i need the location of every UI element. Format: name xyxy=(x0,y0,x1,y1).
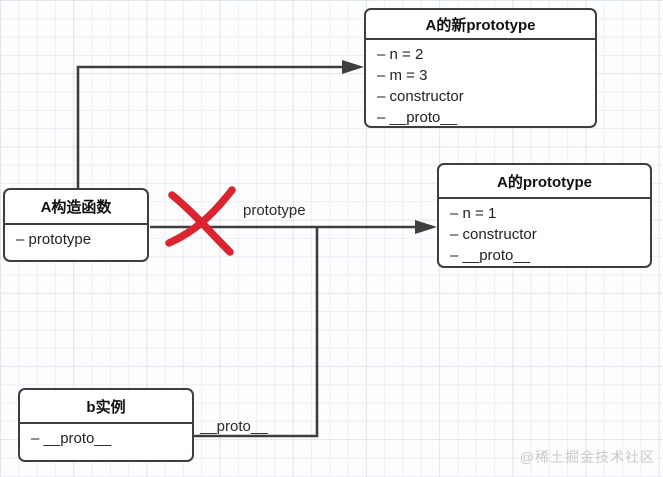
edge-label-proto: __proto__ xyxy=(200,418,268,435)
red-cross-stroke-1 xyxy=(168,191,234,256)
field-prototype: – prototype xyxy=(16,231,92,248)
red-cross-stroke-2 xyxy=(165,186,236,247)
box-prototype: A的prototype – n = 1 – constructor – __pr… xyxy=(437,163,652,268)
field-n: – n = 2 xyxy=(377,46,424,63)
field-n: – n = 1 xyxy=(450,205,497,222)
box-instance-body: – __proto__ xyxy=(20,424,192,449)
field-constructor: – constructor xyxy=(377,88,464,105)
box-constructor-function: A构造函数 – prototype xyxy=(3,188,149,262)
box-constructor-body: – prototype xyxy=(5,225,147,250)
arrowhead-prototype-icon xyxy=(415,220,437,234)
box-new-prototype: A的新prototype – n = 2 – m = 3 – construct… xyxy=(364,8,597,128)
arrowhead-new-prototype-icon xyxy=(342,60,364,74)
box-constructor-title: A构造函数 xyxy=(5,190,147,225)
box-new-prototype-body: – n = 2 – m = 3 – constructor – __proto_… xyxy=(366,40,595,128)
box-instance-b: b实例 – __proto__ xyxy=(18,388,194,462)
edge-label-prototype: prototype xyxy=(243,202,306,219)
field-constructor: – constructor xyxy=(450,226,537,243)
field-m: – m = 3 xyxy=(377,67,428,84)
connector-instance-to-prototype xyxy=(194,228,319,438)
box-instance-title: b实例 xyxy=(20,390,192,424)
arrow-constructor-to-new-prototype xyxy=(76,65,343,189)
field-proto: – __proto__ xyxy=(31,430,112,447)
field-proto: – __proto__ xyxy=(377,109,458,126)
field-proto: – __proto__ xyxy=(450,247,531,264)
box-prototype-title: A的prototype xyxy=(439,165,650,199)
box-prototype-body: – n = 1 – constructor – __proto__ xyxy=(439,199,650,266)
box-new-prototype-title: A的新prototype xyxy=(366,10,595,40)
red-cross-icon xyxy=(165,186,236,256)
watermark: @稀土掘金技术社区 xyxy=(519,449,655,465)
